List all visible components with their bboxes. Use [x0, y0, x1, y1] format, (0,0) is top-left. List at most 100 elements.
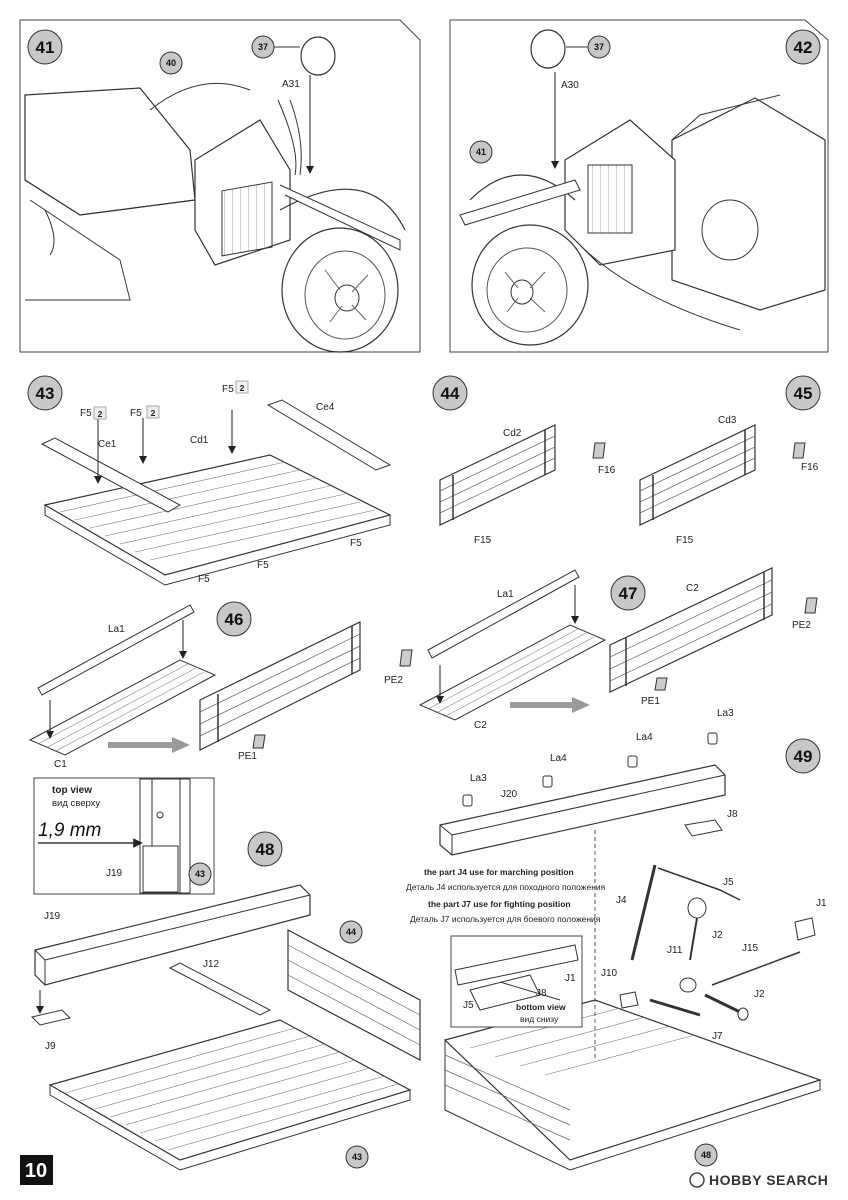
step-42-panel [449, 19, 829, 353]
step-45-badge: 45 [785, 375, 821, 411]
part-label-Ce1: Ce1 [98, 439, 117, 450]
part-label-F5: F5 [198, 574, 210, 585]
svg-text:46: 46 [225, 610, 244, 629]
part-label-J1: J1 [565, 973, 576, 984]
top-view-inset [33, 777, 215, 895]
page-number: 10 [20, 1155, 53, 1185]
part-label-F5: F5 [80, 408, 92, 419]
top-view-title: top view [52, 785, 92, 796]
part-label-PE1: PE1 [238, 751, 257, 762]
multiplier-badge: 2 [93, 406, 107, 420]
watermark-logo: HOBBY SEARCH [689, 1172, 828, 1188]
part-label-La1: La1 [108, 624, 125, 635]
svg-text:47: 47 [619, 584, 638, 603]
svg-text:43: 43 [352, 1152, 362, 1162]
part-label-F16: F16 [801, 462, 819, 473]
step-48-drawing [31, 884, 421, 1171]
part-label-J10: J10 [601, 968, 618, 979]
svg-text:2: 2 [98, 409, 103, 419]
part-label-Cd3: Cd3 [718, 415, 737, 426]
part-label-J4: J4 [616, 895, 627, 906]
part-label-C1: C1 [54, 759, 67, 770]
top-view-title-ru: вид сверху [52, 798, 100, 809]
step-43-drawing [40, 399, 392, 586]
part-label-La3: La3 [470, 773, 487, 784]
step-49-badge: 49 [785, 738, 821, 774]
part-label-J19: J19 [44, 911, 61, 922]
note-march-en: the part J4 use for marching position [424, 867, 574, 877]
part-label-J20: J20 [501, 789, 518, 800]
callout-43: 43 [345, 1145, 369, 1169]
svg-text:45: 45 [794, 384, 813, 403]
part-label-J7: J7 [712, 1031, 723, 1042]
note-march-ru: Деталь J4 используется для походного пол… [406, 882, 606, 892]
part-label-F15: F15 [676, 535, 694, 546]
svg-text:37: 37 [258, 42, 268, 52]
part-label-F5: F5 [222, 384, 234, 395]
part-label-J8: J8 [727, 809, 738, 820]
part-label-Cd1: Cd1 [190, 435, 209, 446]
part-label-J15: J15 [742, 943, 759, 954]
callout-41: 41 [469, 140, 493, 164]
step-44-badge: 44 [432, 375, 468, 411]
svg-text:43: 43 [195, 869, 205, 879]
bottom-view-inset [450, 935, 583, 1028]
part-label-J2: J2 [712, 930, 723, 941]
part-label-PE2: PE2 [384, 675, 403, 686]
note-fight-en: the part J7 use for fighting position [428, 899, 571, 909]
svg-text:42: 42 [794, 38, 813, 57]
part-label-F16: F16 [598, 465, 616, 476]
part-label-La1: La1 [497, 589, 514, 600]
callout-37-right: 37 [566, 35, 611, 59]
part-label-J5: J5 [463, 1000, 474, 1011]
part-label-La4: La4 [550, 753, 567, 764]
svg-text:43: 43 [36, 384, 55, 403]
part-label-Cd2: Cd2 [503, 428, 522, 439]
step-43-badge: 43 [27, 375, 63, 411]
callout-40: 40 [159, 51, 183, 75]
callout-37-left: 37 [251, 35, 300, 59]
step-48-badge: 48 [247, 831, 283, 867]
step-42-badge: 42 [785, 29, 821, 65]
part-label-J19: J19 [106, 868, 123, 879]
svg-text:41: 41 [36, 38, 55, 57]
callout-44: 44 [339, 920, 363, 944]
note-fight-ru: Деталь J7 используется для боевого полож… [410, 914, 601, 924]
part-label-C2: C2 [686, 583, 699, 594]
svg-text:2: 2 [240, 383, 245, 393]
step-44-drawing [439, 424, 606, 526]
step-46-drawing [28, 604, 413, 756]
part-label-J12: J12 [203, 959, 220, 970]
svg-text:40: 40 [166, 58, 176, 68]
step-41-panel [19, 19, 421, 353]
step-46-badge: 46 [216, 601, 252, 637]
svg-text:HOBBY SEARCH: HOBBY SEARCH [709, 1172, 828, 1188]
svg-text:44: 44 [441, 384, 460, 403]
part-label-J9: J9 [45, 1041, 56, 1052]
part-label-PE1: PE1 [641, 696, 660, 707]
part-label-F5: F5 [257, 560, 269, 571]
part-label-PE2: PE2 [792, 620, 811, 631]
step-47-badge: 47 [610, 575, 646, 611]
part-label-A30: A30 [561, 80, 579, 91]
svg-text:2: 2 [151, 408, 156, 418]
part-label-La4: La4 [636, 732, 653, 743]
part-label-F5: F5 [350, 538, 362, 549]
part-label-Ce4: Ce4 [316, 402, 335, 413]
svg-text:48: 48 [701, 1150, 711, 1160]
step-47-drawing [418, 567, 818, 721]
part-label-A31: A31 [282, 79, 300, 90]
step-49-drawing [439, 732, 822, 1171]
svg-text:49: 49 [794, 747, 813, 766]
svg-text:48: 48 [256, 840, 275, 859]
bottom-view-title-ru: вид снизу [520, 1014, 559, 1024]
callout-48: 48 [694, 1143, 718, 1167]
part-label-F5: F5 [130, 408, 142, 419]
svg-text:37: 37 [594, 42, 604, 52]
step-41-badge: 41 [27, 29, 63, 65]
part-label-J2: J2 [754, 989, 765, 1000]
part-label-J1: J1 [816, 898, 827, 909]
part-label-C2: C2 [474, 720, 487, 731]
part-label-La3: La3 [717, 708, 734, 719]
